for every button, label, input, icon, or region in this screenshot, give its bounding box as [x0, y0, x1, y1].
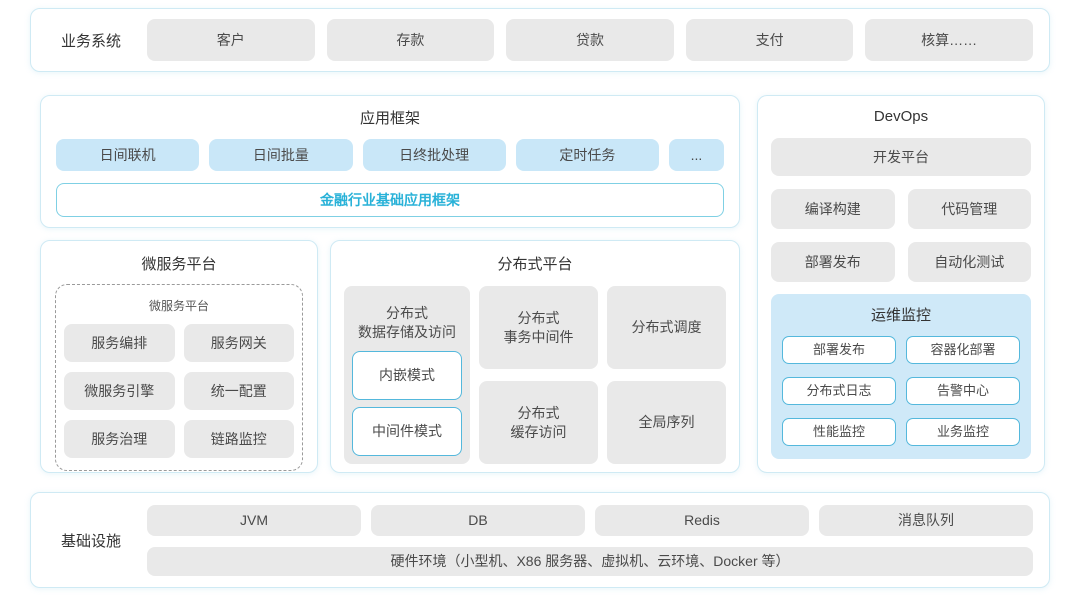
devops-item-automated-testing: 自动化测试 — [907, 242, 1031, 282]
micro-item-trace-monitoring: 链路监控 — [183, 420, 294, 458]
business-item-customer: 客户 — [147, 19, 315, 61]
micro-item-gateway: 服务网关 — [183, 324, 294, 362]
appfw-item-scheduled-task: 定时任务 — [515, 139, 659, 171]
ops-monitoring-panel: 运维监控 部署发布 容器化部署 分布式日志 告警中心 性能监控 业务监控 — [771, 294, 1031, 459]
microservice-inner-title: 微服务平台 — [148, 299, 209, 313]
infrastructure-content: JVM DB Redis 消息队列 硬件环境（小型机、X86 服务器、虚拟机、云… — [147, 504, 1033, 576]
business-system-label: 业务系统 — [60, 32, 121, 50]
distributed-storage-box: 分布式 数据存储及访问 内嵌模式 中间件模式 — [344, 286, 470, 464]
distributed-grid: 分布式 数据存储及访问 内嵌模式 中间件模式 分布式 事务中间件 分布式 缓存访… — [344, 286, 726, 464]
business-item-deposit: 存款 — [326, 19, 495, 61]
devops-dev-platform: 开发平台 — [771, 138, 1031, 176]
business-item-accounting: 核算…… — [865, 19, 1033, 61]
appfw-item-more: ... — [669, 139, 724, 171]
monitor-item-deploy-release: 部署发布 — [782, 336, 896, 364]
devops-item-deploy-release: 部署发布 — [771, 242, 895, 282]
monitor-item-alert-center: 告警中心 — [906, 377, 1020, 405]
micro-item-unified-config: 统一配置 — [183, 372, 294, 410]
app-framework-row: 日间联机 日间批量 日终批处理 定时任务 ... — [56, 139, 724, 171]
dist-item-global-sequence: 全局序列 — [607, 381, 726, 464]
devops-item-build: 编译构建 — [771, 189, 895, 229]
distributed-platform-title: 分布式平台 — [497, 256, 573, 273]
devops-item-code-management: 代码管理 — [907, 189, 1031, 229]
infrastructure-row: JVM DB Redis 消息队列 — [147, 504, 1033, 536]
storage-mode-embedded: 内嵌模式 — [352, 351, 462, 400]
business-item-loan: 贷款 — [506, 19, 674, 61]
monitor-item-business: 业务监控 — [906, 418, 1020, 446]
infrastructure-panel: 基础设施 JVM DB Redis 消息队列 硬件环境（小型机、X86 服务器、… — [30, 492, 1050, 588]
business-system-panel: 业务系统 客户 存款 贷款 支付 核算…… — [30, 8, 1050, 72]
infra-item-message-queue: 消息队列 — [819, 504, 1033, 536]
app-framework-panel: 应用框架 日间联机 日间批量 日终批处理 定时任务 ... 金融行业基础应用框架 — [40, 95, 740, 228]
microservice-inner-box: 微服务平台 服务编排 服务网关 微服务引擎 统一配置 服务治理 链路监控 — [55, 284, 303, 471]
infra-hardware-environment: 硬件环境（小型机、X86 服务器、虚拟机、云环境、Docker 等） — [147, 546, 1033, 576]
storage-mode-middleware: 中间件模式 — [352, 407, 462, 456]
dist-item-transaction-middleware: 分布式 事务中间件 — [479, 286, 598, 369]
infrastructure-label: 基础设施 — [60, 532, 121, 550]
distributed-platform-panel: 分布式平台 分布式 数据存储及访问 内嵌模式 中间件模式 分布式 事务中间件 分… — [330, 240, 740, 473]
infra-item-db: DB — [371, 504, 585, 536]
ops-monitoring-grid: 部署发布 容器化部署 分布式日志 告警中心 性能监控 业务监控 — [782, 336, 1020, 446]
micro-item-engine: 微服务引擎 — [64, 372, 175, 410]
distributed-right-column: 分布式调度 全局序列 — [607, 286, 726, 464]
monitor-item-performance: 性能监控 — [782, 418, 896, 446]
infra-item-redis: Redis — [595, 504, 809, 536]
app-framework-title: 应用框架 — [359, 110, 420, 127]
microservice-platform-title: 微服务平台 — [141, 256, 217, 273]
dist-item-scheduling: 分布式调度 — [607, 286, 726, 369]
appfw-item-daytime-batch: 日间批量 — [209, 139, 353, 171]
microservice-platform-panel: 微服务平台 微服务平台 服务编排 服务网关 微服务引擎 统一配置 服务治理 链路… — [40, 240, 318, 473]
micro-item-orchestration: 服务编排 — [64, 324, 175, 362]
monitor-item-container-deploy: 容器化部署 — [906, 336, 1020, 364]
microservice-grid: 服务编排 服务网关 微服务引擎 统一配置 服务治理 链路监控 — [64, 324, 294, 458]
ops-monitoring-title: 运维监控 — [870, 307, 931, 324]
monitor-item-distributed-log: 分布式日志 — [782, 377, 896, 405]
appfw-item-daytime-online: 日间联机 — [56, 139, 200, 171]
micro-item-governance: 服务治理 — [64, 420, 175, 458]
distributed-storage-label: 分布式 数据存储及访问 — [358, 304, 456, 340]
distributed-middle-column: 分布式 事务中间件 分布式 缓存访问 — [479, 286, 598, 464]
base-application-framework: 金融行业基础应用框架 — [56, 183, 724, 217]
appfw-item-eod-batch: 日终批处理 — [362, 139, 506, 171]
dist-item-cache-access: 分布式 缓存访问 — [479, 381, 598, 464]
infra-item-jvm: JVM — [147, 504, 361, 536]
devops-title: DevOps — [873, 108, 929, 125]
devops-grid: 编译构建 代码管理 部署发布 自动化测试 — [771, 189, 1031, 282]
business-item-payment: 支付 — [685, 19, 854, 61]
devops-panel: DevOps 开发平台 编译构建 代码管理 部署发布 自动化测试 运维监控 部署… — [757, 95, 1045, 473]
